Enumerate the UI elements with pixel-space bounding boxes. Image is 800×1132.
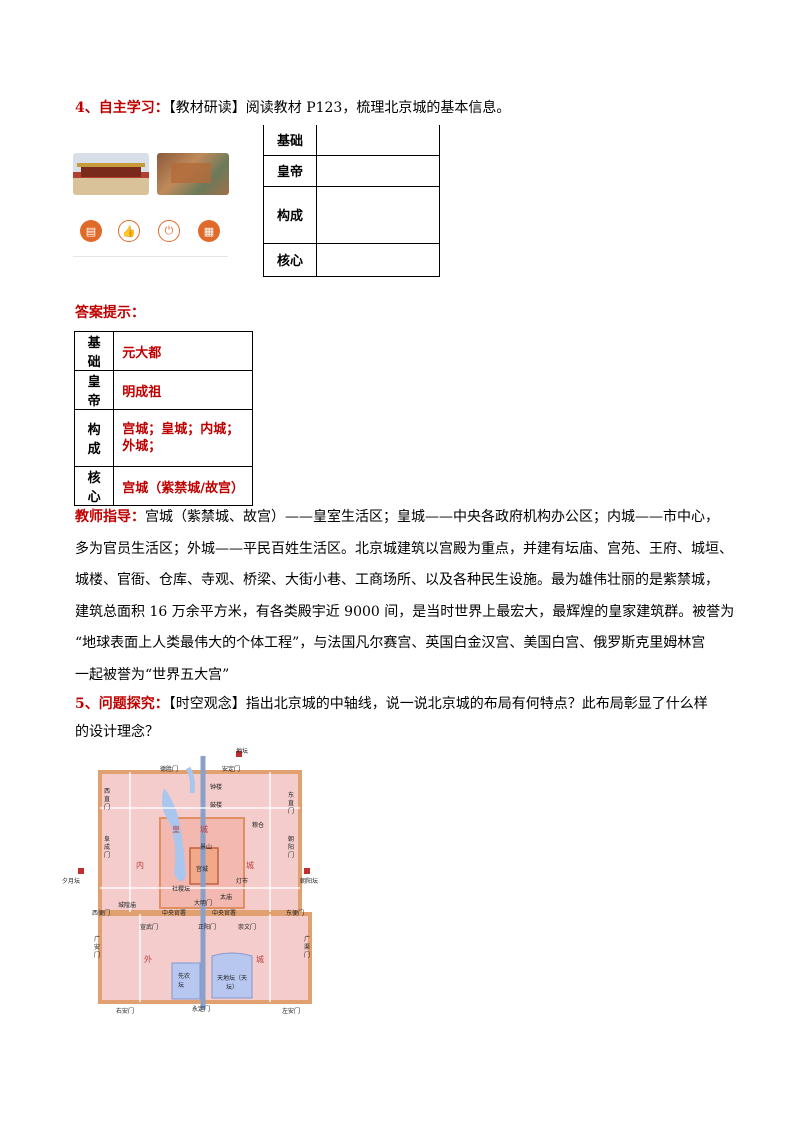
map-label: 外 xyxy=(144,955,152,964)
map-label: 城 xyxy=(246,861,254,870)
teacher-line: 宫城（紫禁城、故宫）——皇室生活区；皇城——中央各政府机构办公区；内城——市中心… xyxy=(145,509,719,525)
question-5-line2: 的设计理念？ xyxy=(75,724,159,740)
map-label: 景山 xyxy=(200,844,213,851)
teacher-line: 城楼、官衙、仓库、寺观、桥梁、大街小巷、工商场所、以及各种民生设施。最为雄伟壮丽… xyxy=(75,572,719,588)
map-label: 钟楼 xyxy=(210,784,223,791)
question-5-line: 5、问题探究：【时空观念】指出北京城的中轴线，说一说北京城的布局有何特点？此布局… xyxy=(75,694,708,714)
map-label: 东便门 xyxy=(286,910,305,917)
map-label: 永定门 xyxy=(192,1006,211,1013)
answer-table: 基础元大都 皇帝明成祖 构成宫城；皇城；内城； 外城； 核心宫城（紫禁城/故宫） xyxy=(73,331,253,506)
teacher-line: 一起被誉为“世界五大宫” xyxy=(75,666,230,683)
map-label: 城隍庙 xyxy=(118,902,137,909)
map-label: 崇文门 xyxy=(238,924,257,931)
map-label: 宫城 xyxy=(196,866,209,873)
question-text: 【时空观念】指出北京城的中轴线，说一说北京城的布局有何特点？此布局彰显了什么样 xyxy=(168,696,708,712)
divider xyxy=(73,256,228,257)
question-heading: 问题探究： xyxy=(98,696,169,712)
map-label: 中央官署 xyxy=(212,910,237,917)
blank-cell[interactable] xyxy=(316,125,440,156)
power-icon[interactable]: ⏻ xyxy=(158,220,180,242)
answer-row-label: 构成 xyxy=(73,409,115,467)
blank-cell[interactable] xyxy=(316,242,440,277)
answer-title: 答案提示： xyxy=(75,305,145,321)
bookmark-icon[interactable]: ▦ xyxy=(198,220,220,242)
beijing-city-map: 地坛 安定门 德胜门 钟楼 鼓楼 西直门 东直门 朝阳门 阜成门 夕月坛 朝阳坛… xyxy=(60,748,335,1018)
map-label: 大明门 xyxy=(194,900,213,907)
teacher-line: 建筑总面积 16 万余平方米，有各类殿宇近 9000 间，是当时世界上最宏大，最… xyxy=(75,603,735,620)
answer-value: 元大都 xyxy=(113,331,253,371)
blank-cell[interactable] xyxy=(316,185,440,244)
map-label: 广渠门 xyxy=(304,936,311,959)
map-label: 广安门 xyxy=(94,936,101,959)
map-label: 先农坛 xyxy=(178,973,191,989)
blank-row-label: 构成 xyxy=(263,185,317,244)
teacher-line: 多为官员生活区；外城——平民百姓生活区。北京城建筑以宫殿为重点，并建有坛庙、宫苑… xyxy=(75,540,733,557)
map-label: 粮仓 xyxy=(252,822,265,829)
map-label: 皇 xyxy=(172,825,180,834)
answer-value-line: 外城； xyxy=(122,439,162,454)
map-label: 朝阳坛 xyxy=(300,878,319,885)
map-label: 左安门 xyxy=(282,1008,301,1015)
blank-cell[interactable] xyxy=(316,154,440,187)
notes-icon[interactable]: ▤ xyxy=(80,220,102,242)
teacher-guidance: 教师指导：宫城（紫禁城、故宫）——皇室生活区；皇城——中央各政府机构办公区；内城… xyxy=(75,507,734,696)
map-label: 朝阳门 xyxy=(288,836,295,859)
map-label: 夕月坛 xyxy=(62,878,81,885)
blank-info-table: 基础 皇帝 构成 核心 xyxy=(263,125,440,277)
map-label: 阜成门 xyxy=(104,836,111,859)
map-label: 西直门 xyxy=(104,788,111,811)
question-number: 5、 xyxy=(75,696,99,712)
teacher-heading: 教师指导： xyxy=(75,509,145,525)
answer-row-label: 核心 xyxy=(73,466,115,506)
answer-value: 明成祖 xyxy=(113,370,253,410)
question-text: 【教材研读】阅读教材 P123，梳理北京城的基本信息。 xyxy=(168,100,511,116)
map-label: 正阳门 xyxy=(198,924,217,931)
map-label: 地坛 xyxy=(236,748,249,755)
map-label: 天地坛（天坛） xyxy=(216,975,247,991)
map-label: 宣武门 xyxy=(140,924,159,931)
answer-value: 宫城（紫禁城/故宫） xyxy=(113,466,253,506)
answer-value-line: 宫城；皇城；内城； xyxy=(122,422,240,437)
question-heading: 自主学习： xyxy=(98,100,169,116)
map-label: 城 xyxy=(200,825,208,834)
answer-row-label: 基础 xyxy=(73,331,115,371)
map-label: 灯市 xyxy=(236,878,249,885)
forbidden-city-gate-photo xyxy=(73,153,149,195)
map-label: 社稷坛 xyxy=(172,886,191,893)
map-label: 东直门 xyxy=(288,792,295,815)
map-label: 德胜门 xyxy=(160,766,179,773)
map-label: 西便门 xyxy=(92,910,111,917)
forbidden-city-aerial-photo xyxy=(157,153,229,195)
answer-value: 宫城；皇城；内城； 外城； xyxy=(113,409,253,467)
blank-row-label: 核心 xyxy=(263,242,317,277)
like-icon[interactable]: 👍 xyxy=(118,220,140,242)
blank-row-label: 基础 xyxy=(263,125,317,156)
map-label: 中央官署 xyxy=(162,910,187,917)
map-label: 内 xyxy=(136,861,144,870)
map-label: 右安门 xyxy=(116,1008,135,1015)
map-label: 鼓楼 xyxy=(210,802,223,809)
answer-row-label: 皇帝 xyxy=(73,370,115,410)
map-label: 安定门 xyxy=(222,766,241,773)
map-label: 城 xyxy=(256,955,264,964)
blank-row-label: 皇帝 xyxy=(263,154,317,187)
map-label: 太庙 xyxy=(220,894,233,901)
question-number: 4、 xyxy=(75,100,99,116)
teacher-line: “地球表面上人类最伟大的个体工程”，与法国凡尔赛宫、英国白金汉宫、美国白宫、俄罗… xyxy=(75,635,706,651)
question-4-line: 4、自主学习：【教材研读】阅读教材 P123，梳理北京城的基本信息。 xyxy=(75,98,510,118)
